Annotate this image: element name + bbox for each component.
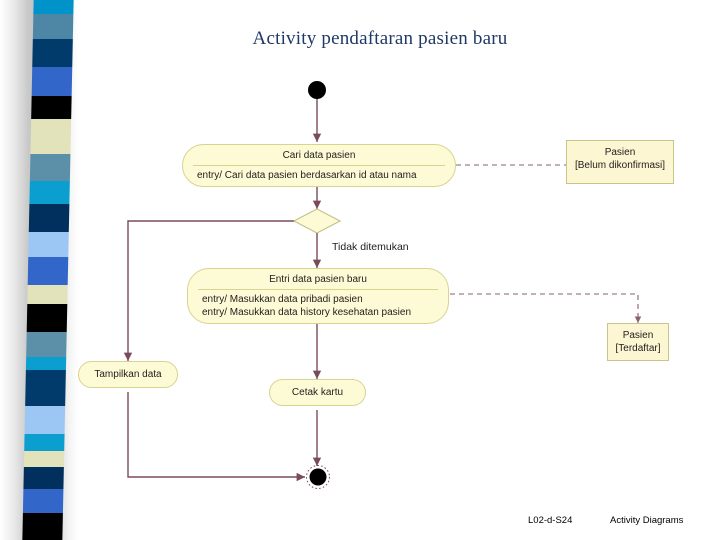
- footer-slide-id: L02-d-S24: [528, 515, 573, 526]
- page-title: Activity pendaftaran pasien baru: [252, 28, 508, 49]
- object-node-pasien-belum-dikonfirmasi[interactable]: Pasien [Belum dikonfirmasi]: [566, 140, 674, 184]
- activity-body: entry/ Cari data pasien berdasarkan id a…: [183, 166, 455, 186]
- activity-node-cari-data[interactable]: Cari data pasien entry/ Cari data pasien…: [182, 144, 456, 187]
- activity-title: Tampilkan data: [94, 369, 162, 380]
- divider: [193, 165, 445, 166]
- activity-title: Entri data pasien baru: [269, 274, 367, 285]
- decision-diamond: [292, 208, 342, 234]
- end-node-ring: [306, 465, 330, 489]
- object-node-state: [Terdaftar]: [615, 343, 661, 354]
- objectflow-entri-to-terdaftar: [450, 293, 642, 323]
- flow-tampilkan-to-end: [127, 392, 305, 482]
- activity-entry-line: entry/ Cari data pasien berdasarkan id a…: [197, 170, 417, 181]
- activity-title: Cari data pasien: [282, 150, 356, 161]
- end-node: [309, 468, 327, 486]
- object-node-title: Pasien: [622, 330, 654, 341]
- activity-entry-line: entry/ Masukkan data pribadi pasien: [202, 294, 363, 305]
- flow-decision-to-tampilkan: [123, 220, 294, 361]
- activity-title: Cetak kartu: [291, 387, 344, 398]
- activity-node-entri-data[interactable]: Entri data pasien baru entry/ Masukkan d…: [187, 268, 449, 324]
- activity-entry-line: entry/ Masukkan data history kesehatan p…: [202, 307, 412, 318]
- guard-label-tidak-ditemukan: Tidak ditemukan: [332, 241, 409, 253]
- activity-node-cetak-kartu[interactable]: Cetak kartu: [269, 379, 366, 406]
- footer-section-label: Activity Diagrams: [610, 515, 684, 526]
- start-node: [308, 81, 326, 99]
- activity-node-tampilkan-data[interactable]: Tampilkan data: [78, 361, 178, 388]
- object-node-title: Pasien: [604, 147, 636, 158]
- object-node-state: [Belum dikonfirmasi]: [574, 160, 666, 171]
- object-node-pasien-terdaftar[interactable]: Pasien [Terdaftar]: [607, 323, 669, 361]
- divider: [198, 289, 438, 290]
- activity-body: entry/ Masukkan data pribadi pasien entr…: [188, 290, 448, 323]
